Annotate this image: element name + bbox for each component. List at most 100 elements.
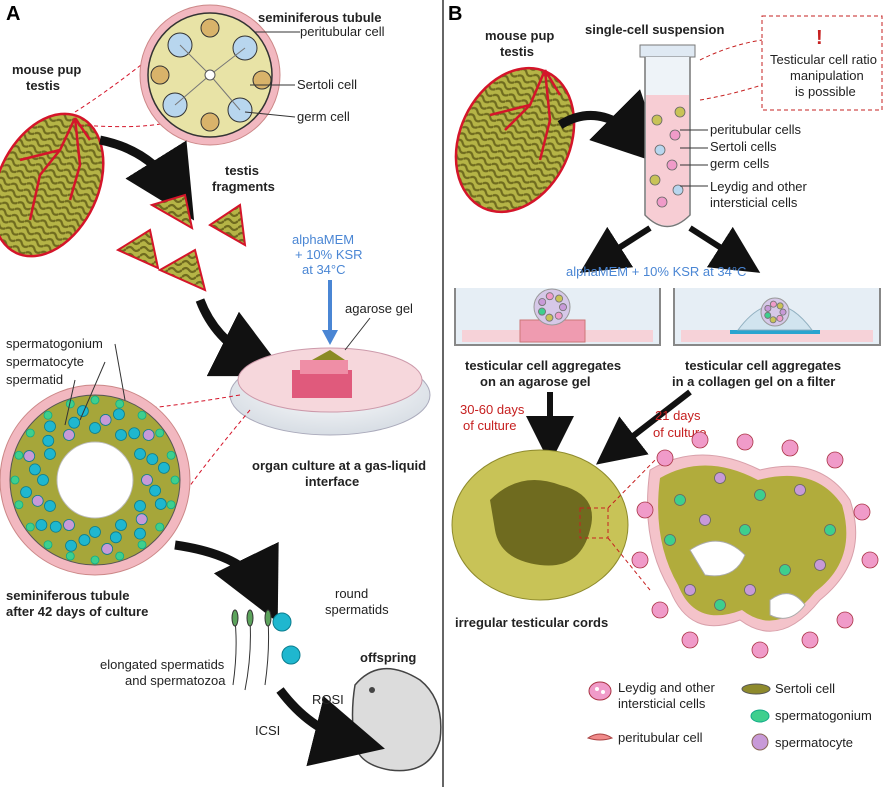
- spermatogonium-cell: [14, 450, 24, 460]
- panel-a-letter: A: [6, 3, 20, 25]
- spermatogonium-cell: [10, 475, 20, 485]
- germ-cell: [101, 543, 114, 555]
- tubule-cell: [794, 484, 806, 496]
- spermatogonium-cell: [166, 450, 176, 460]
- sertoli-cell-label-a: Sertoli cell: [297, 77, 357, 92]
- agg-right-2: in a collagen gel on a filter: [672, 374, 835, 389]
- legend-leydig-2: intersticial cells: [618, 696, 706, 711]
- days-right-1: 21 days: [655, 408, 701, 423]
- aggregate-cell: [554, 311, 563, 320]
- germ-cell: [134, 500, 146, 512]
- leydig-cell: [656, 449, 674, 467]
- elongated-label-1: elongated spermatids: [100, 657, 225, 672]
- tube-label-4: Leydig and other: [710, 179, 808, 194]
- tubule-cell: [699, 514, 711, 526]
- zoomed-cords: [647, 454, 857, 632]
- days-left-2: of culture: [463, 418, 516, 433]
- spermatogonium-cell: [25, 522, 35, 532]
- petri-dish: [229, 347, 431, 436]
- germ-cell: [115, 429, 127, 441]
- suspension-cell: [656, 196, 668, 208]
- seminiferous-tubule-section: [139, 4, 281, 146]
- spermatids-label: spermatids: [325, 602, 389, 617]
- organ-culture-label-1: organ culture at a gas-liquid: [252, 458, 426, 473]
- legend-spermatocyte: spermatocyte: [775, 735, 853, 750]
- leydig-cell: [651, 601, 669, 619]
- germ-cell: [68, 416, 81, 429]
- spermatogonium-label-a: spermatogonium: [6, 336, 103, 351]
- ratio-note-box: [761, 15, 883, 111]
- tube-label-2: Sertoli cells: [710, 139, 777, 154]
- round-label: round: [335, 586, 368, 601]
- leydig-cell: [836, 611, 854, 629]
- leydig-cell: [801, 631, 819, 649]
- suspension-cell: [651, 114, 663, 126]
- suspension-cell: [674, 106, 686, 118]
- ratio-exclamation: !: [816, 27, 823, 49]
- germ-cell: [134, 527, 146, 540]
- germ-cell: [135, 513, 148, 526]
- spermatogonium-cell: [65, 551, 75, 561]
- peritubular-cell-label-a: peritubular cell: [300, 24, 385, 39]
- arrow-to-spermatids: [174, 540, 279, 623]
- aggregate-cell: [538, 307, 546, 316]
- aggregate-cell: [545, 313, 554, 322]
- tube-cells: [649, 106, 686, 208]
- germ-cell: [134, 448, 146, 460]
- spermatogonium-cell: [166, 500, 176, 510]
- legend-sertoli: Sertoli cell: [775, 681, 835, 696]
- arrow-to-fragments: [99, 135, 195, 221]
- germ-cell: [65, 539, 77, 552]
- testis-fragments: [115, 193, 247, 292]
- aggregate-cells: [538, 292, 787, 324]
- arrow-to-dish: [195, 298, 288, 377]
- leydig-cell: [691, 431, 709, 449]
- spermatogonium-cell: [115, 399, 125, 409]
- mouse-pup-testis-a: [0, 112, 105, 258]
- spermatogonium-cell: [155, 522, 165, 532]
- icsi-label: ICSI: [255, 723, 280, 738]
- agarose-gel-label-a: agarose gel: [345, 301, 413, 316]
- zoom-cells: [631, 431, 879, 659]
- legend-peritubular: peritubular cell: [618, 730, 703, 745]
- spermatogonium-cell: [137, 410, 147, 420]
- germ-cell: [142, 429, 155, 441]
- germ-cell: [109, 531, 122, 544]
- suspension-label: single-cell suspension: [585, 22, 724, 37]
- arrow-to-suspension: [557, 89, 666, 166]
- germ-cell: [154, 498, 167, 510]
- ratio-note-2: manipulation: [790, 68, 864, 83]
- organ-culture-label-2: interface: [305, 474, 359, 489]
- germ-cell: [128, 427, 141, 440]
- spermatogonium-cell: [155, 428, 165, 438]
- spermatogonium-cell: [90, 555, 100, 565]
- well-collagen: [673, 288, 881, 346]
- suspension-tube: [639, 44, 696, 228]
- arrow-to-offspring: [276, 687, 385, 767]
- spermatocyte-label-a: spermatocyte: [6, 354, 84, 369]
- germ-cell: [146, 453, 159, 466]
- germ-cell: [42, 434, 55, 447]
- medium-a-line2: + 10% KSR: [295, 247, 363, 262]
- elongated-label-2: and spermatozoa: [125, 673, 226, 688]
- aggregate-cell: [764, 304, 772, 312]
- testis-label-a: testis: [26, 78, 60, 93]
- spermatogonium-cell: [14, 500, 24, 510]
- agg-left-2: on an agarose gel: [480, 374, 591, 389]
- suspension-cell: [672, 184, 684, 196]
- germ-cell: [158, 461, 170, 474]
- tubule-after-label-1: seminiferous tubule: [6, 588, 130, 603]
- tube-label-5: intersticial cells: [710, 195, 798, 210]
- germ-cell: [44, 500, 56, 512]
- aggregate-cell: [559, 303, 567, 312]
- aggregate-cell: [769, 316, 777, 324]
- germ-cell: [141, 474, 153, 486]
- aggregate-cell: [776, 302, 784, 310]
- germ-cell: [149, 484, 161, 497]
- leydig-cell: [636, 501, 654, 519]
- germ-cell: [44, 448, 56, 460]
- germ-cell: [113, 408, 125, 421]
- offspring-mouse: [351, 667, 442, 772]
- days-left-1: 30-60 days: [460, 402, 525, 417]
- tubule-cell: [744, 584, 756, 596]
